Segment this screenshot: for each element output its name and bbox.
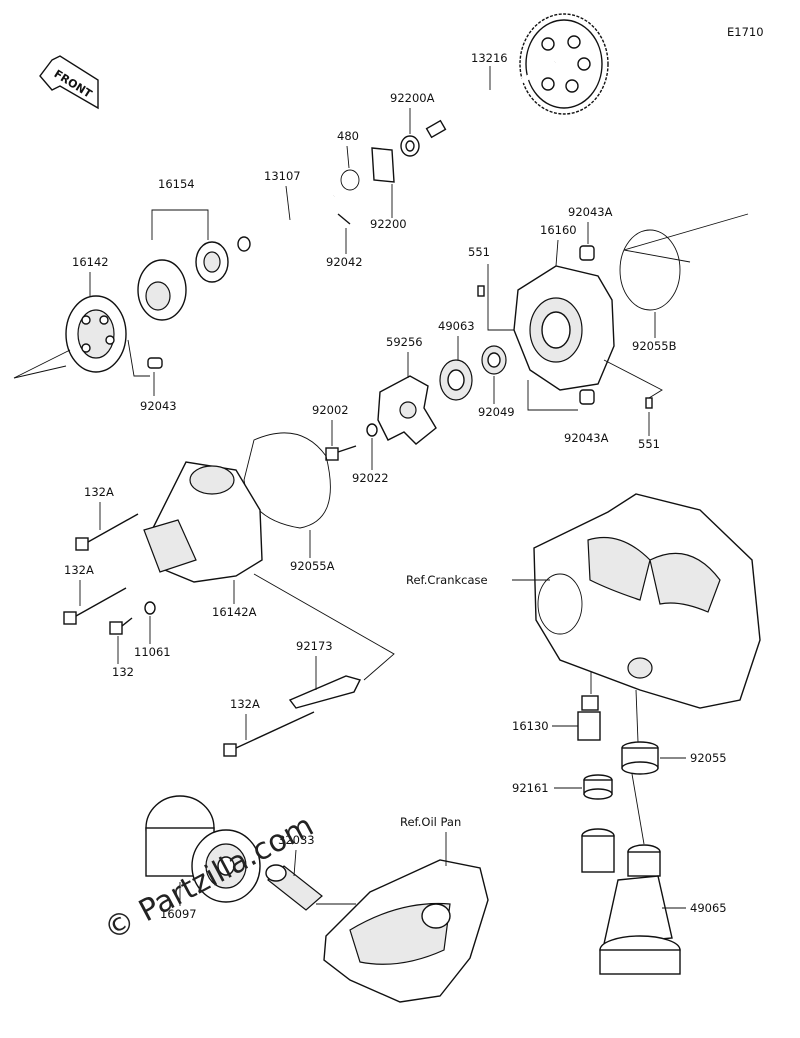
label-11061: 11061 — [134, 645, 171, 659]
pump-cover-16160 — [513, 265, 615, 391]
label-551-top: 551 — [468, 245, 490, 259]
label-92055a: 92055A — [290, 559, 335, 573]
label-551-bottom: 551 — [638, 437, 660, 451]
label-92043: 92043 — [140, 399, 177, 413]
label-92002: 92002 — [312, 403, 349, 417]
label-92200a: 92200A — [390, 91, 435, 105]
bolt-132a-1 — [75, 513, 139, 551]
label-132a-1: 132A — [84, 485, 114, 499]
label-92042: 92042 — [326, 255, 363, 269]
label-92200: 92200 — [370, 217, 407, 231]
pipe-32033 — [265, 864, 323, 911]
label-480: 480 — [337, 129, 359, 143]
label-16160: 16160 — [540, 223, 577, 237]
o-ring-92055b — [619, 229, 681, 311]
pump-housing-16142 — [65, 295, 127, 373]
label-59256: 59256 — [386, 335, 423, 349]
label-49063: 49063 — [438, 319, 475, 333]
bolt-132a-3 — [223, 711, 315, 757]
front-arrow-icon: FRONT — [39, 55, 99, 110]
bolt-92002 — [325, 445, 357, 461]
pin-92042 — [337, 213, 351, 225]
diagram-code: E1710 — [727, 25, 764, 39]
bolt-132a-2 — [63, 587, 127, 625]
pin-551-bottom — [645, 397, 653, 409]
label-92055b: 92055B — [632, 339, 677, 353]
dowel-92043a-top — [579, 245, 595, 261]
bracket-92173 — [288, 675, 362, 709]
dowel-92043a-bottom — [579, 389, 595, 405]
label-16130: 16130 — [512, 719, 549, 733]
fitting-16130 — [577, 695, 601, 741]
washer-11061 — [144, 601, 156, 615]
label-16154: 16154 — [158, 177, 195, 191]
ref-oil-pan: Ref.Oil Pan — [400, 815, 461, 829]
label-132a-2: 132A — [64, 563, 94, 577]
oil-filter-16097 — [145, 795, 261, 903]
pin-551-top — [477, 285, 485, 297]
drive-gear-shaft — [425, 13, 609, 139]
sleeve-92161 — [583, 774, 613, 800]
oil-strainer-49065 — [581, 828, 681, 975]
label-92049: 92049 — [478, 405, 515, 419]
ref-crankcase: Ref.Crankcase — [406, 573, 488, 587]
label-92055: 92055 — [690, 751, 727, 765]
bolt-132 — [109, 617, 133, 635]
o-ring-92055 — [621, 741, 659, 775]
label-132a-3: 132A — [230, 697, 260, 711]
crankcase-ref — [533, 493, 761, 709]
plate-92200 — [371, 147, 395, 183]
label-92173: 92173 — [296, 639, 333, 653]
pump-shaft-13107 — [237, 192, 337, 252]
label-13216: 13216 — [471, 51, 508, 65]
label-16142: 16142 — [72, 255, 109, 269]
dowel-92043 — [147, 357, 163, 369]
label-92043a-bottom: 92043A — [564, 431, 609, 445]
label-92043a-top: 92043A — [568, 205, 613, 219]
pump-housing-16142a — [143, 461, 263, 583]
impeller-59256 — [377, 375, 437, 445]
label-13107: 13107 — [264, 169, 301, 183]
label-132: 132 — [112, 665, 134, 679]
rotor-16154 — [137, 241, 229, 321]
label-32033: 32033 — [278, 833, 315, 847]
circlip-480 — [340, 169, 360, 191]
washer-92022 — [366, 423, 378, 437]
label-16097: 16097 — [160, 907, 197, 921]
label-92161: 92161 — [512, 781, 549, 795]
label-92022: 92022 — [352, 471, 389, 485]
label-16142a: 16142A — [212, 605, 257, 619]
oil-pan-ref — [323, 859, 489, 1003]
label-49065: 49065 — [690, 901, 727, 915]
